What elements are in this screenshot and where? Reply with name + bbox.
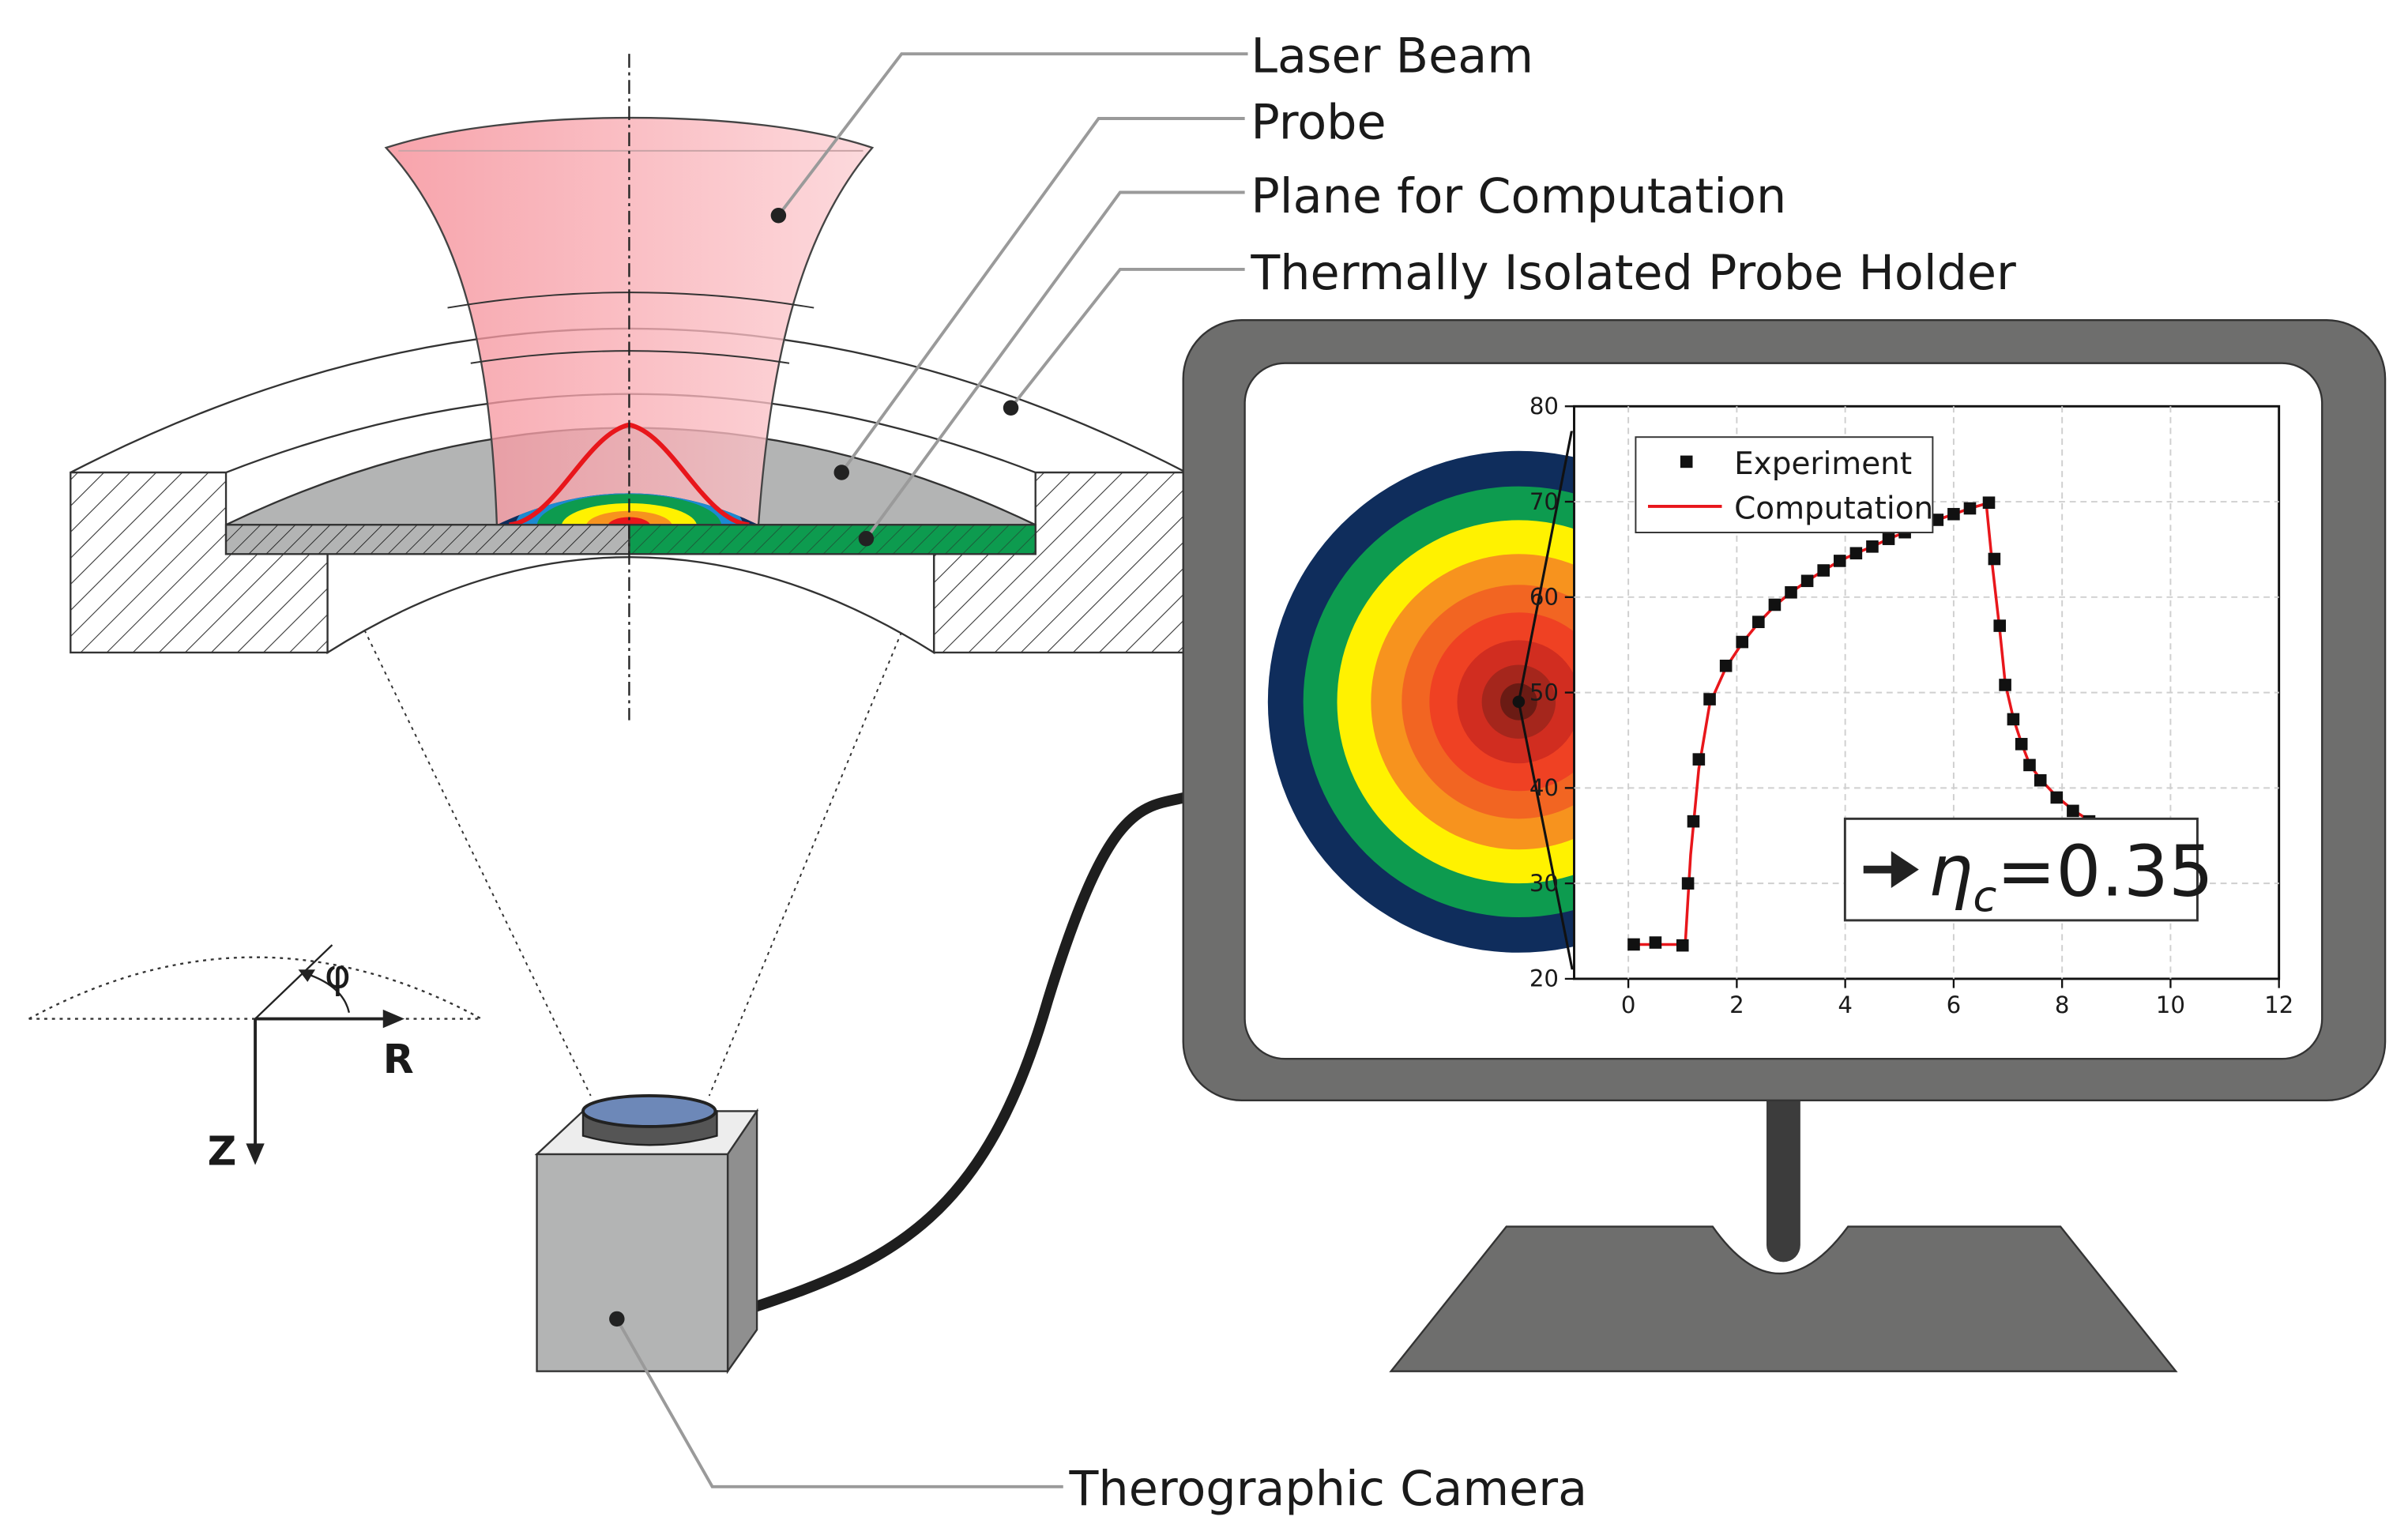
thermogram-contours bbox=[1267, 431, 1576, 970]
y-tick-label: 30 bbox=[1529, 870, 1559, 897]
y-tick-label: 70 bbox=[1529, 488, 1559, 515]
experiment-point bbox=[1882, 532, 1895, 545]
label-camera: Therographic Camera bbox=[1069, 1462, 1588, 1517]
probe-marker bbox=[833, 465, 849, 480]
legend-label-computation: Computation bbox=[1734, 491, 1933, 526]
eta-subscript: c bbox=[1973, 871, 1996, 921]
camera-marker bbox=[609, 1311, 625, 1327]
experiment-point bbox=[1849, 547, 1863, 560]
eta-value: =0.35 bbox=[1996, 831, 2214, 913]
label-plane-for-computation: Plane for Computation bbox=[1251, 169, 1786, 224]
experiment-point bbox=[1736, 635, 1749, 649]
experiment-point bbox=[2023, 758, 2036, 772]
y-tick-label: 50 bbox=[1529, 679, 1559, 706]
experiment-point bbox=[2007, 713, 2020, 726]
experiment-point bbox=[1752, 615, 1765, 629]
experiment-point bbox=[1687, 815, 1700, 828]
experiment-point bbox=[1681, 877, 1695, 890]
holder-bottom-arc bbox=[326, 553, 935, 655]
x-tick-label: 4 bbox=[1838, 992, 1853, 1018]
camera-lens bbox=[581, 1094, 717, 1128]
experiment-point bbox=[1982, 496, 1996, 510]
reference-dome-outline bbox=[28, 956, 482, 1020]
y-tick-label: 60 bbox=[1529, 584, 1559, 611]
plane-marker bbox=[858, 531, 875, 547]
experiment-point bbox=[1676, 939, 1689, 952]
phi-label: φ bbox=[325, 951, 351, 998]
label-laser-beam: Laser Beam bbox=[1251, 29, 1533, 85]
svg-text:ηc=0.35: ηc=0.35 bbox=[1928, 831, 2214, 921]
experiment-point bbox=[2034, 773, 2047, 787]
experiment-point bbox=[1768, 598, 1782, 611]
experiment-point bbox=[2050, 791, 2064, 804]
experiment-point bbox=[1988, 552, 2001, 566]
x-tick-label: 0 bbox=[1621, 992, 1636, 1018]
y-tick-label: 20 bbox=[1529, 965, 1559, 992]
y-tick-label: 80 bbox=[1529, 393, 1559, 420]
z-axis-arrow bbox=[246, 1143, 265, 1165]
temperature-chart: 0 2 4 6 8 10 12 20 30 40 50 60 70 80 Experiment Compu… bbox=[1529, 393, 2293, 1018]
experiment-point bbox=[1931, 514, 1944, 526]
experiment-point bbox=[1627, 938, 1640, 951]
thermographic-camera bbox=[534, 792, 1188, 1375]
experiment-point bbox=[1947, 507, 1960, 521]
callout-leaders bbox=[609, 52, 1248, 1488]
legend-box bbox=[1635, 436, 1934, 533]
experiment-point bbox=[1785, 585, 1797, 599]
z-axis-label: Z bbox=[208, 1128, 237, 1175]
r-axis-arrow bbox=[382, 1009, 405, 1029]
computation-plane bbox=[224, 524, 1037, 555]
experiment-point bbox=[1692, 753, 1706, 766]
x-tick-label: 10 bbox=[2156, 992, 2185, 1018]
monitor-stand bbox=[1389, 1225, 2178, 1372]
experiment-point bbox=[1649, 936, 1662, 949]
label-probe: Probe bbox=[1251, 95, 1386, 150]
r-axis-label: R bbox=[383, 1036, 414, 1082]
y-tick-label: 40 bbox=[1529, 774, 1559, 801]
x-tick-label: 8 bbox=[2055, 992, 2070, 1018]
experiment-point bbox=[1999, 679, 2011, 691]
x-tick-label: 2 bbox=[1729, 992, 1744, 1018]
experiment-point bbox=[1833, 555, 1846, 567]
legend-marker-experiment bbox=[1680, 455, 1693, 468]
camera-cable bbox=[744, 792, 1188, 1315]
experiment-point bbox=[1866, 540, 1879, 553]
holder-marker bbox=[1003, 400, 1019, 416]
coordinate-system: φ R Z bbox=[28, 944, 482, 1175]
eta-symbol: η bbox=[1928, 831, 1973, 913]
experiment-point bbox=[1703, 693, 1716, 706]
experiment-point bbox=[2015, 738, 2028, 751]
label-probe-holder: Thermally Isolated Probe Holder bbox=[1250, 246, 2016, 301]
efficiency-result: ηc=0.35 bbox=[1843, 817, 2214, 922]
experiment-point bbox=[1800, 574, 1814, 588]
chart-legend: Experiment Computation bbox=[1635, 436, 1934, 533]
experiment-point bbox=[2067, 804, 2079, 818]
experiment-point bbox=[1719, 659, 1733, 672]
legend-label-experiment: Experiment bbox=[1734, 446, 1912, 482]
experiment-point bbox=[1963, 502, 1977, 515]
x-tick-label: 6 bbox=[1947, 992, 1962, 1018]
camera-field-of-view bbox=[326, 553, 935, 1097]
experiment-point bbox=[1993, 619, 2007, 632]
x-tick-label: 12 bbox=[2264, 992, 2293, 1018]
experiment-point bbox=[1817, 564, 1830, 577]
result-arrow-icon bbox=[1891, 851, 1919, 888]
laser-beam-marker bbox=[770, 207, 787, 224]
